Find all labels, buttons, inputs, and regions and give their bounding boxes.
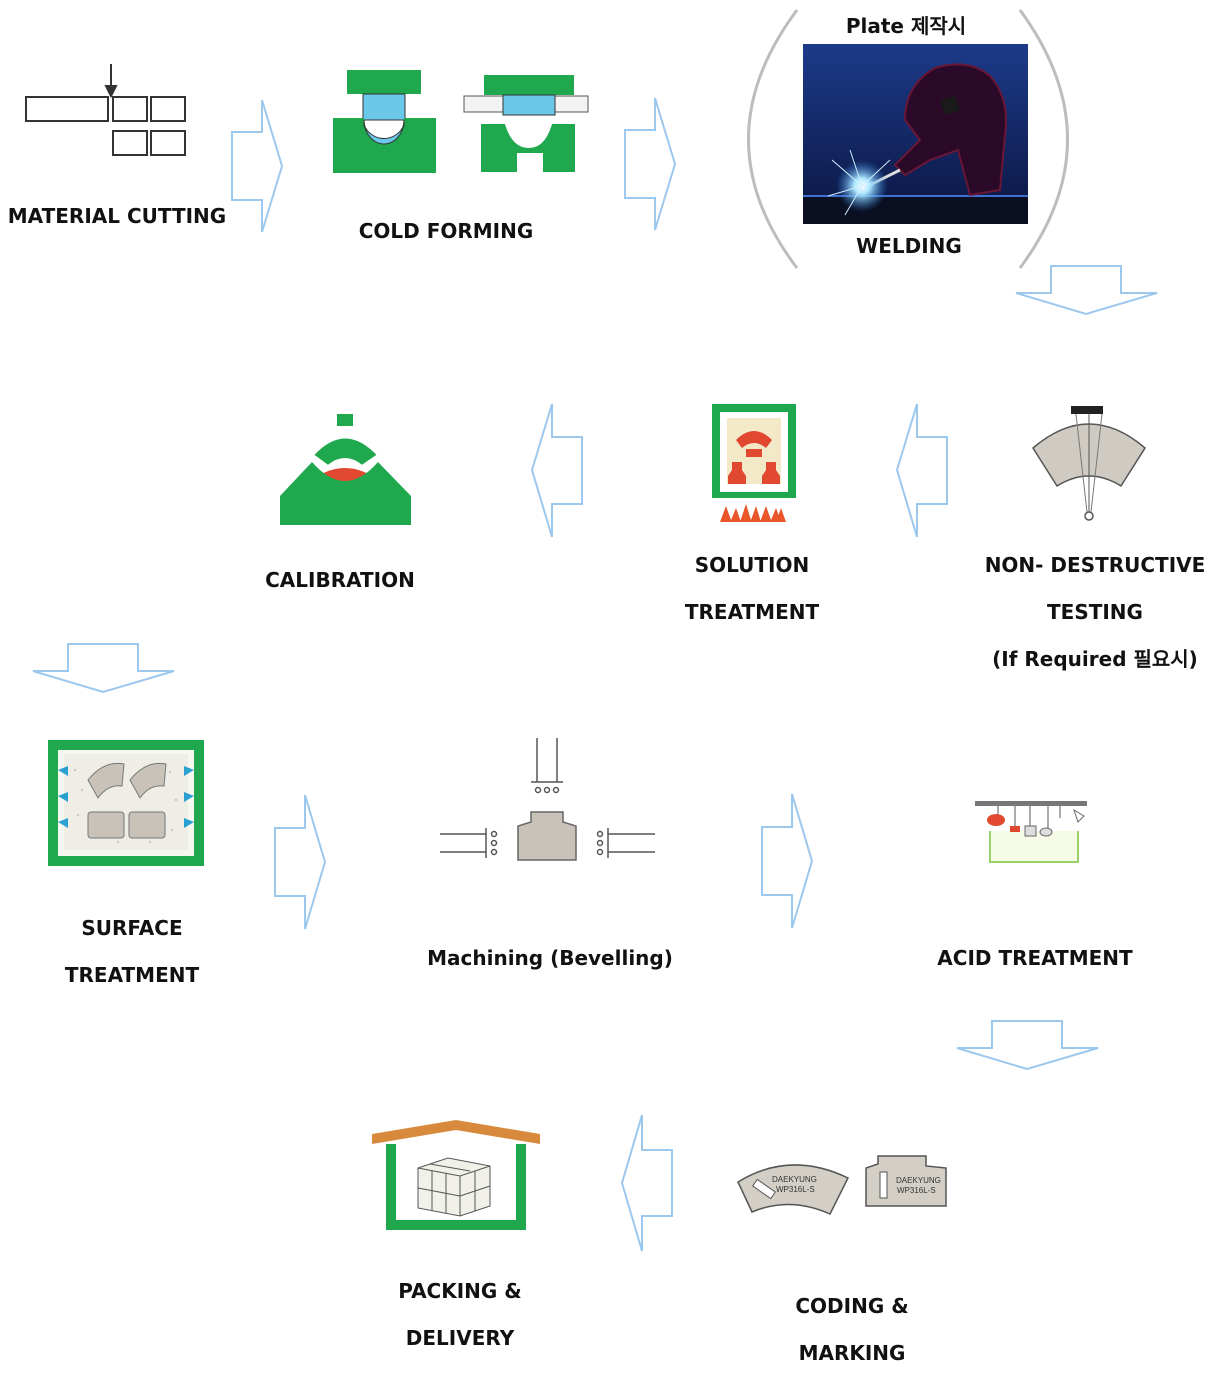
arrow-down-2 <box>32 643 175 694</box>
label-solution-treatment: SOLUTION TREATMENT <box>684 553 820 624</box>
arrow-right-1 <box>231 99 284 233</box>
coding-marking-icon: DAEKYUNG WP316L-S DAEKYUNG WP316L-S <box>737 1155 947 1215</box>
arrow-right-2 <box>624 97 677 231</box>
label-machining: Machining (Bevelling) <box>427 946 673 970</box>
label-welding: WELDING <box>856 234 962 258</box>
welding-bracket-icon <box>747 9 1069 269</box>
marking-brand-1: DAEKYUNG <box>772 1175 817 1184</box>
arrow-right-4 <box>761 793 814 929</box>
machining-icon <box>440 738 655 861</box>
label-non-destructive-testing: NON- DESTRUCTIVE TESTING (If Required 필요… <box>984 553 1206 671</box>
label-packing-delivery: PACKING & DELIVERY <box>398 1279 522 1350</box>
arrow-left-3 <box>620 1114 673 1252</box>
arrow-down-3 <box>956 1020 1099 1071</box>
label-material-cutting: MATERIAL CUTTING <box>7 204 227 228</box>
label-calibration: CALIBRATION <box>265 568 415 592</box>
arrow-down-1 <box>1015 265 1158 316</box>
cold-forming-icon <box>333 70 589 173</box>
packing-delivery-icon <box>372 1120 540 1230</box>
label-welding-note: Plate 제작시 <box>845 14 967 38</box>
arrow-left-2 <box>530 403 583 538</box>
marking-brand-2: DAEKYUNG <box>896 1176 941 1185</box>
calibration-icon <box>280 414 411 525</box>
label-coding-marking: CODING & MARKING <box>795 1294 909 1365</box>
acid-treatment-icon <box>975 801 1087 863</box>
surface-treatment-icon <box>48 740 204 866</box>
label-surface-treatment: SURFACE TREATMENT <box>64 916 200 987</box>
arrow-left-1 <box>895 403 948 538</box>
label-acid-treatment: ACID TREATMENT <box>937 946 1133 970</box>
welding-photo <box>803 44 1028 224</box>
material-cutting-icon <box>25 64 186 156</box>
marking-grade-2: WP316L-S <box>897 1186 936 1195</box>
solution-treatment-furnace-icon <box>712 404 796 522</box>
marking-grade-1: WP316L-S <box>776 1185 815 1194</box>
arrow-right-3 <box>274 794 327 930</box>
ndt-icon <box>1032 406 1146 521</box>
label-cold-forming: COLD FORMING <box>358 219 534 243</box>
